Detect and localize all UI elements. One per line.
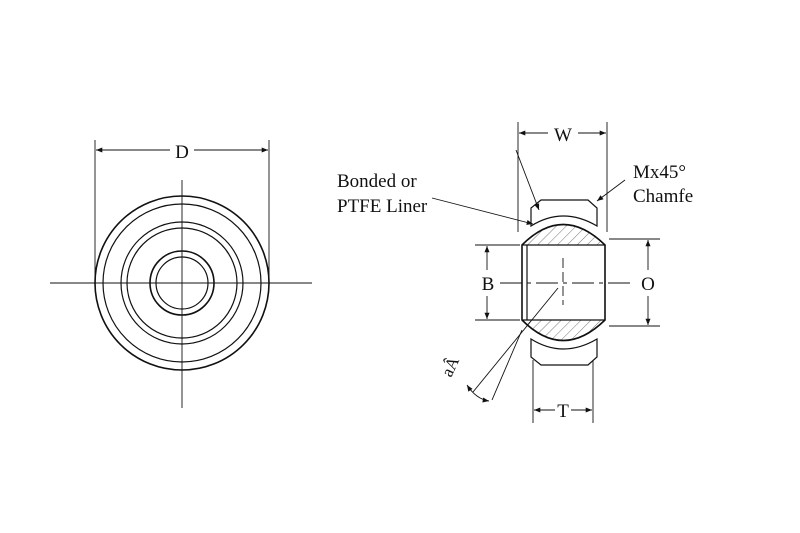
outer-race-lower-section	[530, 337, 598, 366]
liner-leader	[431, 197, 534, 225]
bore-circle	[155, 256, 209, 310]
front-view: D	[50, 140, 312, 408]
angle-label: aÂ	[437, 353, 463, 380]
ball-inner-circle	[126, 227, 238, 339]
outer-race-inner-circle	[102, 203, 262, 363]
angle-line	[472, 287, 559, 393]
b-label: B	[482, 274, 495, 295]
d-label: D	[175, 142, 189, 163]
liner-leader-upper	[515, 149, 540, 211]
ball-outer-circle	[120, 221, 244, 345]
angle-arc	[466, 384, 490, 403]
o-label: O	[641, 274, 655, 295]
w-label: W	[554, 125, 572, 146]
angle-line-2	[491, 329, 523, 401]
chamfer-label-line1: Mx45°	[633, 162, 686, 183]
bore-outer-circle	[149, 250, 215, 316]
liner-label-line1: Bonded or	[337, 171, 417, 192]
outer-race-upper-section	[530, 199, 598, 228]
section-view: W B O T aÂ Mx45° Chamfe Bonded or PTFE L…	[337, 122, 693, 423]
chamfer-leader	[596, 179, 626, 202]
chamfer-label-line2: Chamfe	[633, 186, 693, 207]
liner-label-line2: PTFE Liner	[337, 196, 428, 217]
t-label: T	[557, 401, 569, 422]
